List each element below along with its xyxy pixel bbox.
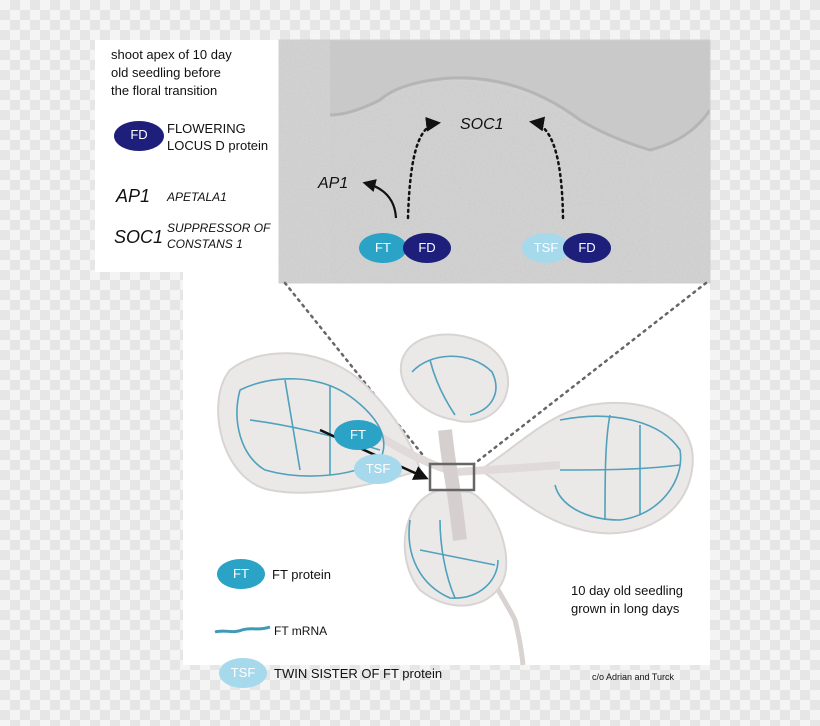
seedling-caption-line-1: 10 day old seedling [571,583,684,598]
ft-mrna-legend-desc: FT mRNA [274,624,328,638]
soc1-legend-desc-2: CONSTANS 1 [167,237,243,251]
apex-caption-line-1: shoot apex of 10 day [111,47,232,62]
apex-ft-badge: FT [375,240,391,255]
fd-legend-desc-2: LOCUS D protein [167,138,269,153]
apex-soc1-label: SOC1 [460,116,504,133]
ft-legend-desc: FT protein [272,567,332,582]
ap1-legend-desc: APETALA1 [167,190,227,204]
seedling-ft-badge: FT [350,427,366,442]
fd-legend-badge: FD [130,127,148,142]
credit: c/o Adrian and Turck [592,672,675,682]
apex-caption-line-3: the floral transition [111,83,218,98]
seedling-illustration [217,333,694,666]
apex-fd-badge-right: FD [578,240,596,255]
fd-legend-desc-1: FLOWERING [167,121,246,136]
tsf-legend-badge: TSF [230,665,256,680]
fd-legend-badge-shape [114,121,164,151]
ft-legend-badge: FT [233,566,249,581]
apex-tsf-badge: TSF [533,240,559,255]
apex-caption-line-2: old seedling before [111,65,221,80]
seedling-caption-line-2: grown in long days [571,601,680,616]
apex-fd-badge-left: FD [418,240,436,255]
soc1-legend-symbol: SOC1 [114,227,164,247]
tsf-legend-desc: TWIN SISTER OF FT protein [274,666,443,681]
apex-ap1-label: AP1 [318,175,349,192]
soc1-legend-desc-1: SUPPRESSOR OF [167,221,271,235]
ap1-legend-symbol: AP1 [116,186,151,206]
top-legend-panel [95,40,280,272]
apex-micrograph [279,40,710,283]
seedling-tsf-badge: TSF [365,461,391,476]
